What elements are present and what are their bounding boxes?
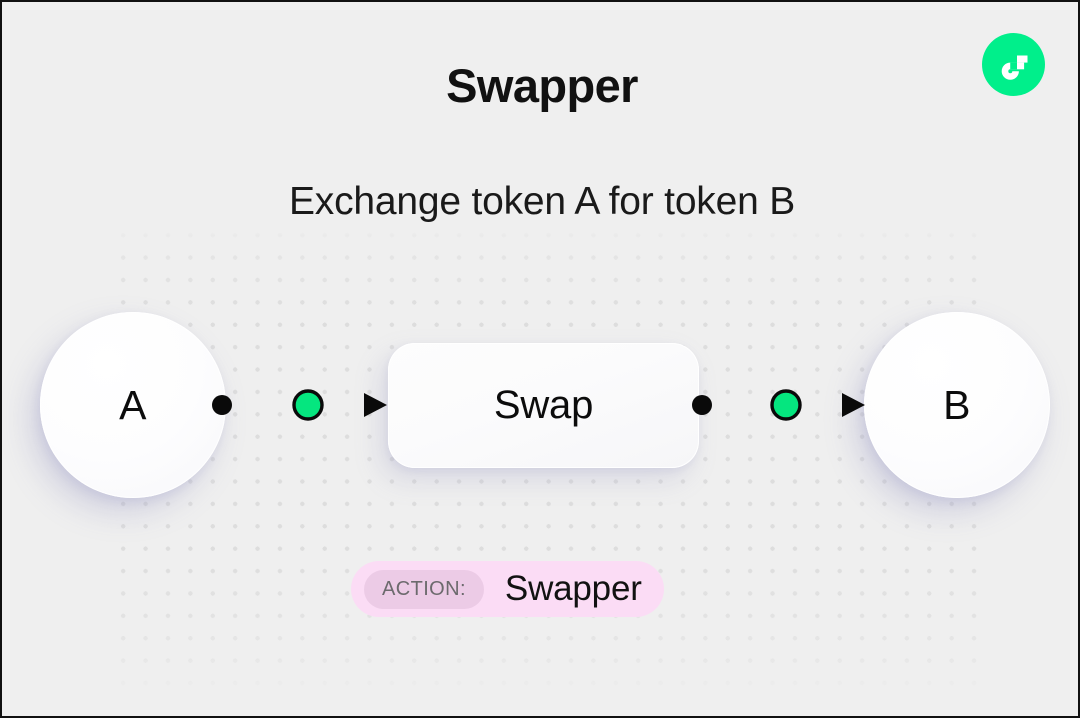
edge-swap-to-b[interactable] bbox=[687, 383, 867, 427]
swap-node[interactable]: Swap bbox=[388, 343, 699, 468]
token-node-b[interactable]: B bbox=[864, 312, 1050, 498]
arrowhead-icon bbox=[842, 393, 865, 417]
status-badge: ACTION: Swapper bbox=[351, 561, 664, 617]
token-node-a-label: A bbox=[119, 381, 147, 428]
flow-logo-icon bbox=[982, 33, 1045, 96]
status-badge-value: Swapper bbox=[504, 569, 642, 608]
token-node-b-label: B bbox=[943, 381, 971, 428]
arrowhead-icon bbox=[364, 393, 387, 417]
page-subtitle: Exchange token A for token B bbox=[288, 180, 796, 223]
edge-a-to-swap[interactable] bbox=[207, 383, 389, 427]
edge-midpoint-node[interactable] bbox=[770, 389, 802, 421]
page-title: Swapper bbox=[446, 59, 638, 112]
token-node-a[interactable]: A bbox=[40, 312, 226, 498]
status-badge-key: ACTION: bbox=[364, 569, 484, 609]
swap-node-label: Swap bbox=[493, 383, 594, 427]
edge-midpoint-node[interactable] bbox=[292, 389, 324, 421]
